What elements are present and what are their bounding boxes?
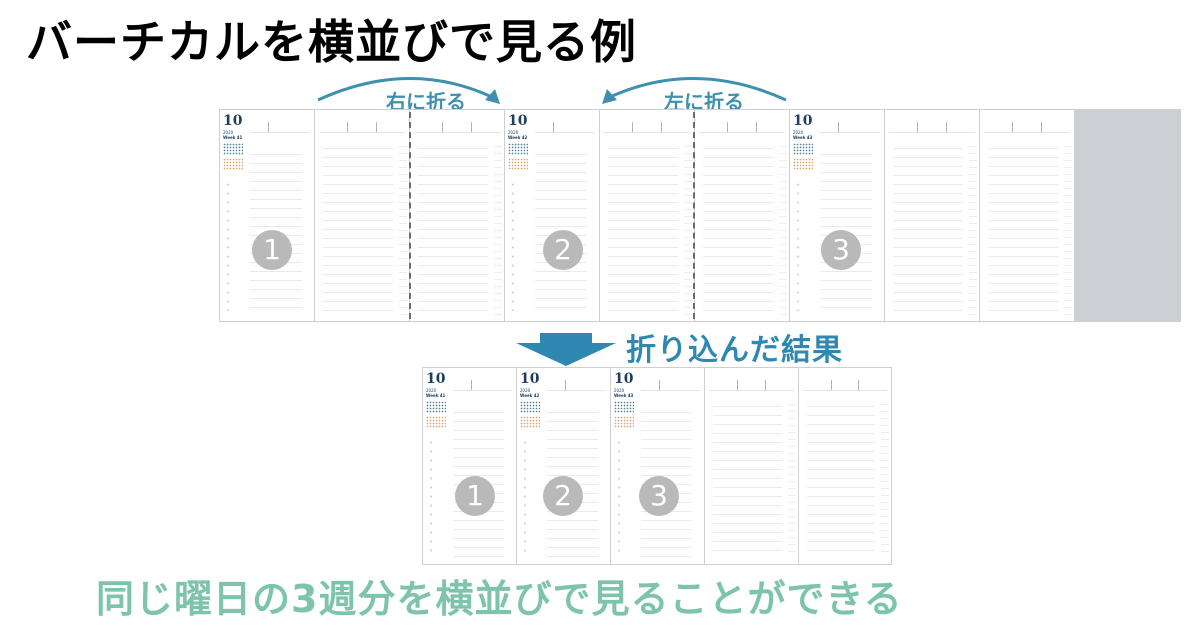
- week3-right-page: [980, 110, 1074, 321]
- mini-calendar: [614, 401, 634, 413]
- number-badge: 1: [252, 230, 292, 270]
- mini-calendar: [426, 401, 446, 413]
- mini-calendar: [520, 401, 540, 413]
- mini-calendar: [426, 416, 446, 428]
- week1-middle-page: [315, 110, 409, 321]
- week-label: Week 41: [223, 135, 243, 140]
- folded-week3-right-page: [799, 368, 891, 564]
- folded-week3-middle-page: [705, 368, 798, 564]
- folded-week3-page: 10 2020 Week 43: [611, 368, 704, 564]
- week3-sidebar: 10 2020 Week 43: [614, 372, 640, 428]
- year-label: 2020: [426, 388, 437, 393]
- number-badge: 3: [639, 476, 679, 516]
- number-badge: 1: [455, 476, 495, 516]
- fold-right-arrow: [317, 77, 495, 102]
- fold-right-arrowhead: [485, 89, 500, 104]
- week3-middle-page: [885, 110, 979, 321]
- week3-left-page: 10 2020 Week 43: [790, 110, 884, 321]
- mini-calendar: [793, 158, 813, 170]
- week-label: Week 42: [508, 135, 528, 140]
- week3-sidebar: 10 2020 Week 43: [793, 114, 819, 170]
- year-label: 2020: [520, 388, 531, 393]
- mini-calendar: [793, 143, 813, 155]
- week-label: Week 43: [614, 393, 634, 398]
- year-label: 2020: [614, 388, 625, 393]
- week2-sidebar: 10 2020 Week 42: [508, 114, 534, 170]
- bottom-caption: 同じ曜日の3週分を横並びで見ることができる: [96, 577, 903, 621]
- mini-calendar: [614, 416, 634, 428]
- fold-left-arrowhead: [602, 89, 617, 104]
- bottom-spread: 10 2020 Week 41 10 2020 Week 42 10 2020 …: [422, 367, 892, 565]
- month-number: 10: [793, 113, 813, 129]
- mini-calendar: [508, 158, 528, 170]
- week1-left-page: 10 2020 Week 41: [220, 110, 314, 321]
- week1-sidebar: 10 2020 Week 41: [426, 372, 452, 428]
- week2-middle-page: [600, 110, 694, 321]
- year-label: 2020: [508, 130, 519, 135]
- number-badge: 2: [543, 230, 583, 270]
- year-label: 2020: [793, 130, 804, 135]
- fold-line: [693, 112, 695, 319]
- fold-line: [409, 112, 411, 319]
- number-badge: 3: [821, 230, 861, 270]
- mini-calendar: [508, 143, 528, 155]
- month-number: 10: [508, 113, 528, 129]
- week-label: Week 42: [520, 393, 540, 398]
- number-badge: 2: [543, 476, 583, 516]
- year-label: 2020: [223, 130, 234, 135]
- month-number: 10: [223, 113, 243, 129]
- top-spread: 10 2020 Week 41 10 2020 Week 42: [219, 109, 1181, 322]
- mini-calendar: [223, 158, 243, 170]
- folded-week1-page: 10 2020 Week 41: [423, 368, 516, 564]
- week1-right-page: [410, 110, 504, 321]
- week2-left-page: 10 2020 Week 42: [505, 110, 599, 321]
- month-number: 10: [520, 371, 540, 387]
- down-arrow-icon: [516, 333, 616, 366]
- fold-left-arrow: [607, 77, 787, 102]
- week1-sidebar: 10 2020 Week 41: [223, 114, 249, 170]
- month-number: 10: [614, 371, 634, 387]
- week-label: Week 43: [793, 135, 813, 140]
- folded-week2-page: 10 2020 Week 42: [517, 368, 610, 564]
- week2-sidebar: 10 2020 Week 42: [520, 372, 546, 428]
- month-number: 10: [426, 371, 446, 387]
- mini-calendar: [223, 143, 243, 155]
- week-label: Week 41: [426, 393, 446, 398]
- mini-calendar: [520, 416, 540, 428]
- result-label: 折り込んだ結果: [626, 333, 843, 368]
- week2-right-page: [695, 110, 789, 321]
- page-title: バーチカルを横並びで見る例: [26, 15, 637, 69]
